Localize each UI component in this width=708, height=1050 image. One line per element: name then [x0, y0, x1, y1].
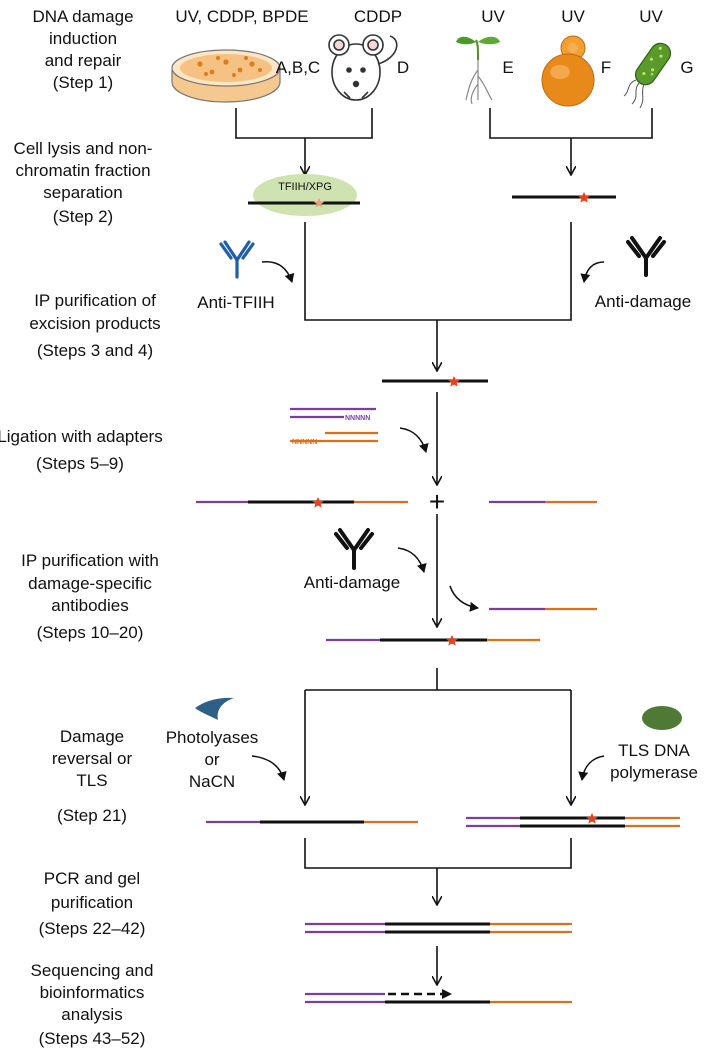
merge-connector-right	[489, 108, 653, 174]
svg-text:Damage: Damage	[60, 727, 124, 746]
step-3-label: IP purification of excision products (St…	[29, 291, 160, 360]
svg-text:chromatin fraction: chromatin fraction	[15, 161, 150, 180]
step-8-label: Sequencing and bioinformatics analysis (…	[31, 961, 154, 1048]
svg-text:PCR and gel: PCR and gel	[44, 869, 140, 888]
plant-seedling-icon	[456, 36, 500, 105]
svg-text:(Steps 5–9): (Steps 5–9)	[36, 454, 124, 473]
anti-damage-label-1: Anti-damage	[595, 292, 691, 311]
organism-bacteria-label: G	[680, 58, 693, 77]
treatment-plant-label: UV	[481, 7, 505, 26]
svg-text:(Step 21): (Step 21)	[57, 806, 127, 825]
pcr-product	[305, 922, 572, 934]
tls-polymerase-icon	[642, 706, 682, 730]
ip-merge-connector	[304, 222, 572, 370]
photolyase-icon	[195, 697, 234, 720]
cell-culture-dish-icon	[171, 49, 281, 103]
tfiih-xpg-label: TFIIH/XPG	[278, 181, 332, 193]
free-damaged-oligo	[512, 192, 616, 203]
svg-text:antibodies: antibodies	[51, 596, 129, 615]
yeast-cell-icon	[541, 35, 595, 107]
svg-text:reversal or: reversal or	[52, 749, 133, 768]
anti-damage-antibody-icon-2	[334, 528, 374, 570]
adapter-curved-arrow	[399, 427, 429, 453]
tls-curved-arrow	[578, 755, 605, 781]
treatment-mouse-label: CDDP	[354, 7, 402, 26]
photolyase-label: Photolyases or NaCN	[166, 728, 259, 791]
svg-text:excision products: excision products	[29, 314, 160, 333]
discard-curved-arrow	[449, 585, 479, 612]
svg-text:Cell lysis and non-: Cell lysis and non-	[14, 139, 153, 158]
tfiih-xpg-complex	[248, 174, 360, 216]
pcr-merge-connector	[304, 838, 572, 904]
svg-text:(Step 1): (Step 1)	[53, 73, 113, 92]
svg-text:(Step 2): (Step 2)	[53, 207, 113, 226]
anti-damage-curved-arrow-1	[580, 261, 605, 283]
svg-text:or: or	[204, 750, 219, 769]
anti-damage-curved-arrow-2	[397, 547, 427, 573]
plus-sign: +	[429, 486, 445, 517]
step-5-label: IP purification with damage-specific ant…	[21, 551, 159, 642]
organism-plant-label: E	[502, 58, 513, 77]
treatment-yeast-label: UV	[561, 7, 585, 26]
svg-text:purification: purification	[51, 893, 133, 912]
svg-text:induction: induction	[49, 29, 117, 48]
tls-polymerase-label: TLS DNA polymerase	[610, 741, 698, 782]
anti-tfiih-curved-arrow	[261, 260, 295, 283]
adapter-purple	[290, 407, 376, 419]
svg-text:(Steps 43–52): (Steps 43–52)	[39, 1029, 146, 1048]
organism-dish-label: A,B,C	[276, 58, 320, 77]
svg-text:Photolyases: Photolyases	[166, 728, 259, 747]
svg-text:TLS DNA: TLS DNA	[618, 741, 690, 760]
step-2-label: Cell lysis and non- chromatin fraction s…	[14, 139, 153, 226]
sequencing-read	[305, 989, 572, 1004]
svg-text:analysis: analysis	[61, 1005, 122, 1024]
organism-yeast-label: F	[601, 58, 611, 77]
purified-excision-product	[382, 376, 488, 387]
svg-text:bioinformatics: bioinformatics	[40, 983, 145, 1002]
anti-damage-label-2: Anti-damage	[304, 573, 400, 592]
adapter-purple-nnnnn: NNNNN	[345, 415, 370, 422]
treatment-bacteria-label: UV	[639, 7, 663, 26]
bacteria-icon	[623, 42, 672, 109]
svg-text:Sequencing and: Sequencing and	[31, 961, 154, 980]
svg-text:and repair: and repair	[45, 51, 122, 70]
adapter-orange-nnnnn: NNNNN	[292, 439, 317, 446]
svg-text:(Steps 3 and 4): (Steps 3 and 4)	[37, 341, 153, 360]
mouse-icon	[328, 34, 398, 101]
svg-text:separation: separation	[43, 183, 122, 202]
anti-tfiih-label: Anti-TFIIH	[197, 293, 274, 312]
svg-text:TLS: TLS	[76, 771, 107, 790]
svg-text:IP purification of: IP purification of	[34, 291, 156, 310]
anti-damage-antibody-icon-1	[626, 236, 666, 277]
svg-text:polymerase: polymerase	[610, 763, 698, 782]
organism-mouse-label: D	[397, 58, 409, 77]
svg-text:IP purification with: IP purification with	[21, 551, 159, 570]
svg-text:(Steps 22–42): (Steps 22–42)	[39, 919, 146, 938]
merge-connector-left	[235, 108, 373, 174]
svg-text:damage-specific: damage-specific	[28, 574, 152, 593]
step-7-label: PCR and gel purification (Steps 22–42)	[39, 869, 146, 938]
adapter-orange	[290, 431, 378, 443]
split-connector	[305, 668, 571, 804]
treatment-dish-label: UV, CDDP, BPDE	[175, 7, 308, 26]
step-4-label: Ligation with adapters (Steps 5–9)	[0, 427, 163, 473]
enriched-damaged-product	[326, 635, 540, 646]
step-1-label: DNA damage induction and repair (Step 1)	[32, 7, 133, 92]
svg-text:(Steps 10–20): (Steps 10–20)	[37, 623, 144, 642]
anti-tfiih-antibody-icon	[219, 240, 255, 279]
svg-text:NaCN: NaCN	[189, 772, 235, 791]
step-6-label: Damage reversal or TLS (Step 21)	[52, 727, 133, 825]
ligated-damaged-product	[196, 497, 408, 508]
photolyase-curved-arrow	[251, 755, 287, 781]
svg-text:DNA damage: DNA damage	[32, 7, 133, 26]
svg-text:Ligation with adapters: Ligation with adapters	[0, 427, 163, 446]
tls-double-strand-product	[466, 813, 680, 828]
